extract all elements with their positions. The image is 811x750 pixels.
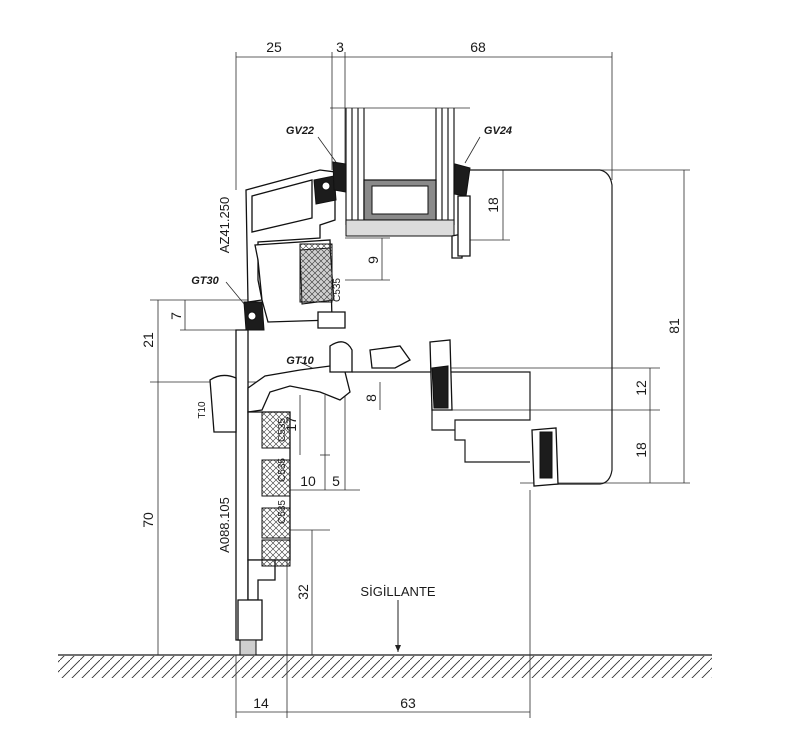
dim-81: 81 [666, 318, 682, 334]
dim-8: 8 [363, 394, 379, 402]
dim-18-bottom: 18 [633, 442, 649, 458]
label-t10: T10 [197, 401, 208, 419]
dim-top-3: 3 [336, 39, 344, 55]
dim-70: 70 [140, 512, 156, 528]
dim-9: 9 [365, 256, 381, 264]
dim-18-top: 18 [485, 197, 501, 213]
gasket-gv22 [332, 161, 347, 193]
dim-10: 10 [300, 473, 316, 489]
thermal-inserts [261, 243, 333, 567]
dim-21: 21 [140, 332, 156, 348]
label-c535-upper: C535 [332, 278, 343, 302]
glass-unit [330, 107, 470, 237]
dim-7: 7 [168, 312, 184, 320]
label-az41-250: AZ41.250 [217, 197, 232, 253]
label-gv24: GV24 [484, 125, 512, 137]
label-a088-105: A088.105 [217, 497, 232, 553]
label-gt30: GT30 [191, 275, 219, 287]
dim-bottom-63: 63 [400, 695, 416, 711]
label-c535-c: C535 [277, 500, 288, 524]
label-gt10: GT10 [286, 355, 314, 367]
outer-frame [451, 169, 613, 485]
label-c535-b: C535 [277, 458, 288, 482]
label-gv22: GV22 [286, 125, 314, 137]
dim-top-25: 25 [266, 39, 282, 55]
dim-bottom-14: 14 [253, 695, 269, 711]
dim-5: 5 [332, 473, 340, 489]
dimension-lines [150, 52, 690, 718]
ground-line [58, 654, 712, 678]
dim-32: 32 [295, 584, 311, 600]
label-sigillante: SİGİLLANTE [360, 584, 435, 599]
dim-17: 17 [283, 416, 299, 432]
dim-top-68: 68 [470, 39, 486, 55]
gasket-gv24 [453, 163, 471, 197]
dim-12: 12 [633, 380, 649, 396]
label-c535-a: C535 [277, 418, 288, 442]
